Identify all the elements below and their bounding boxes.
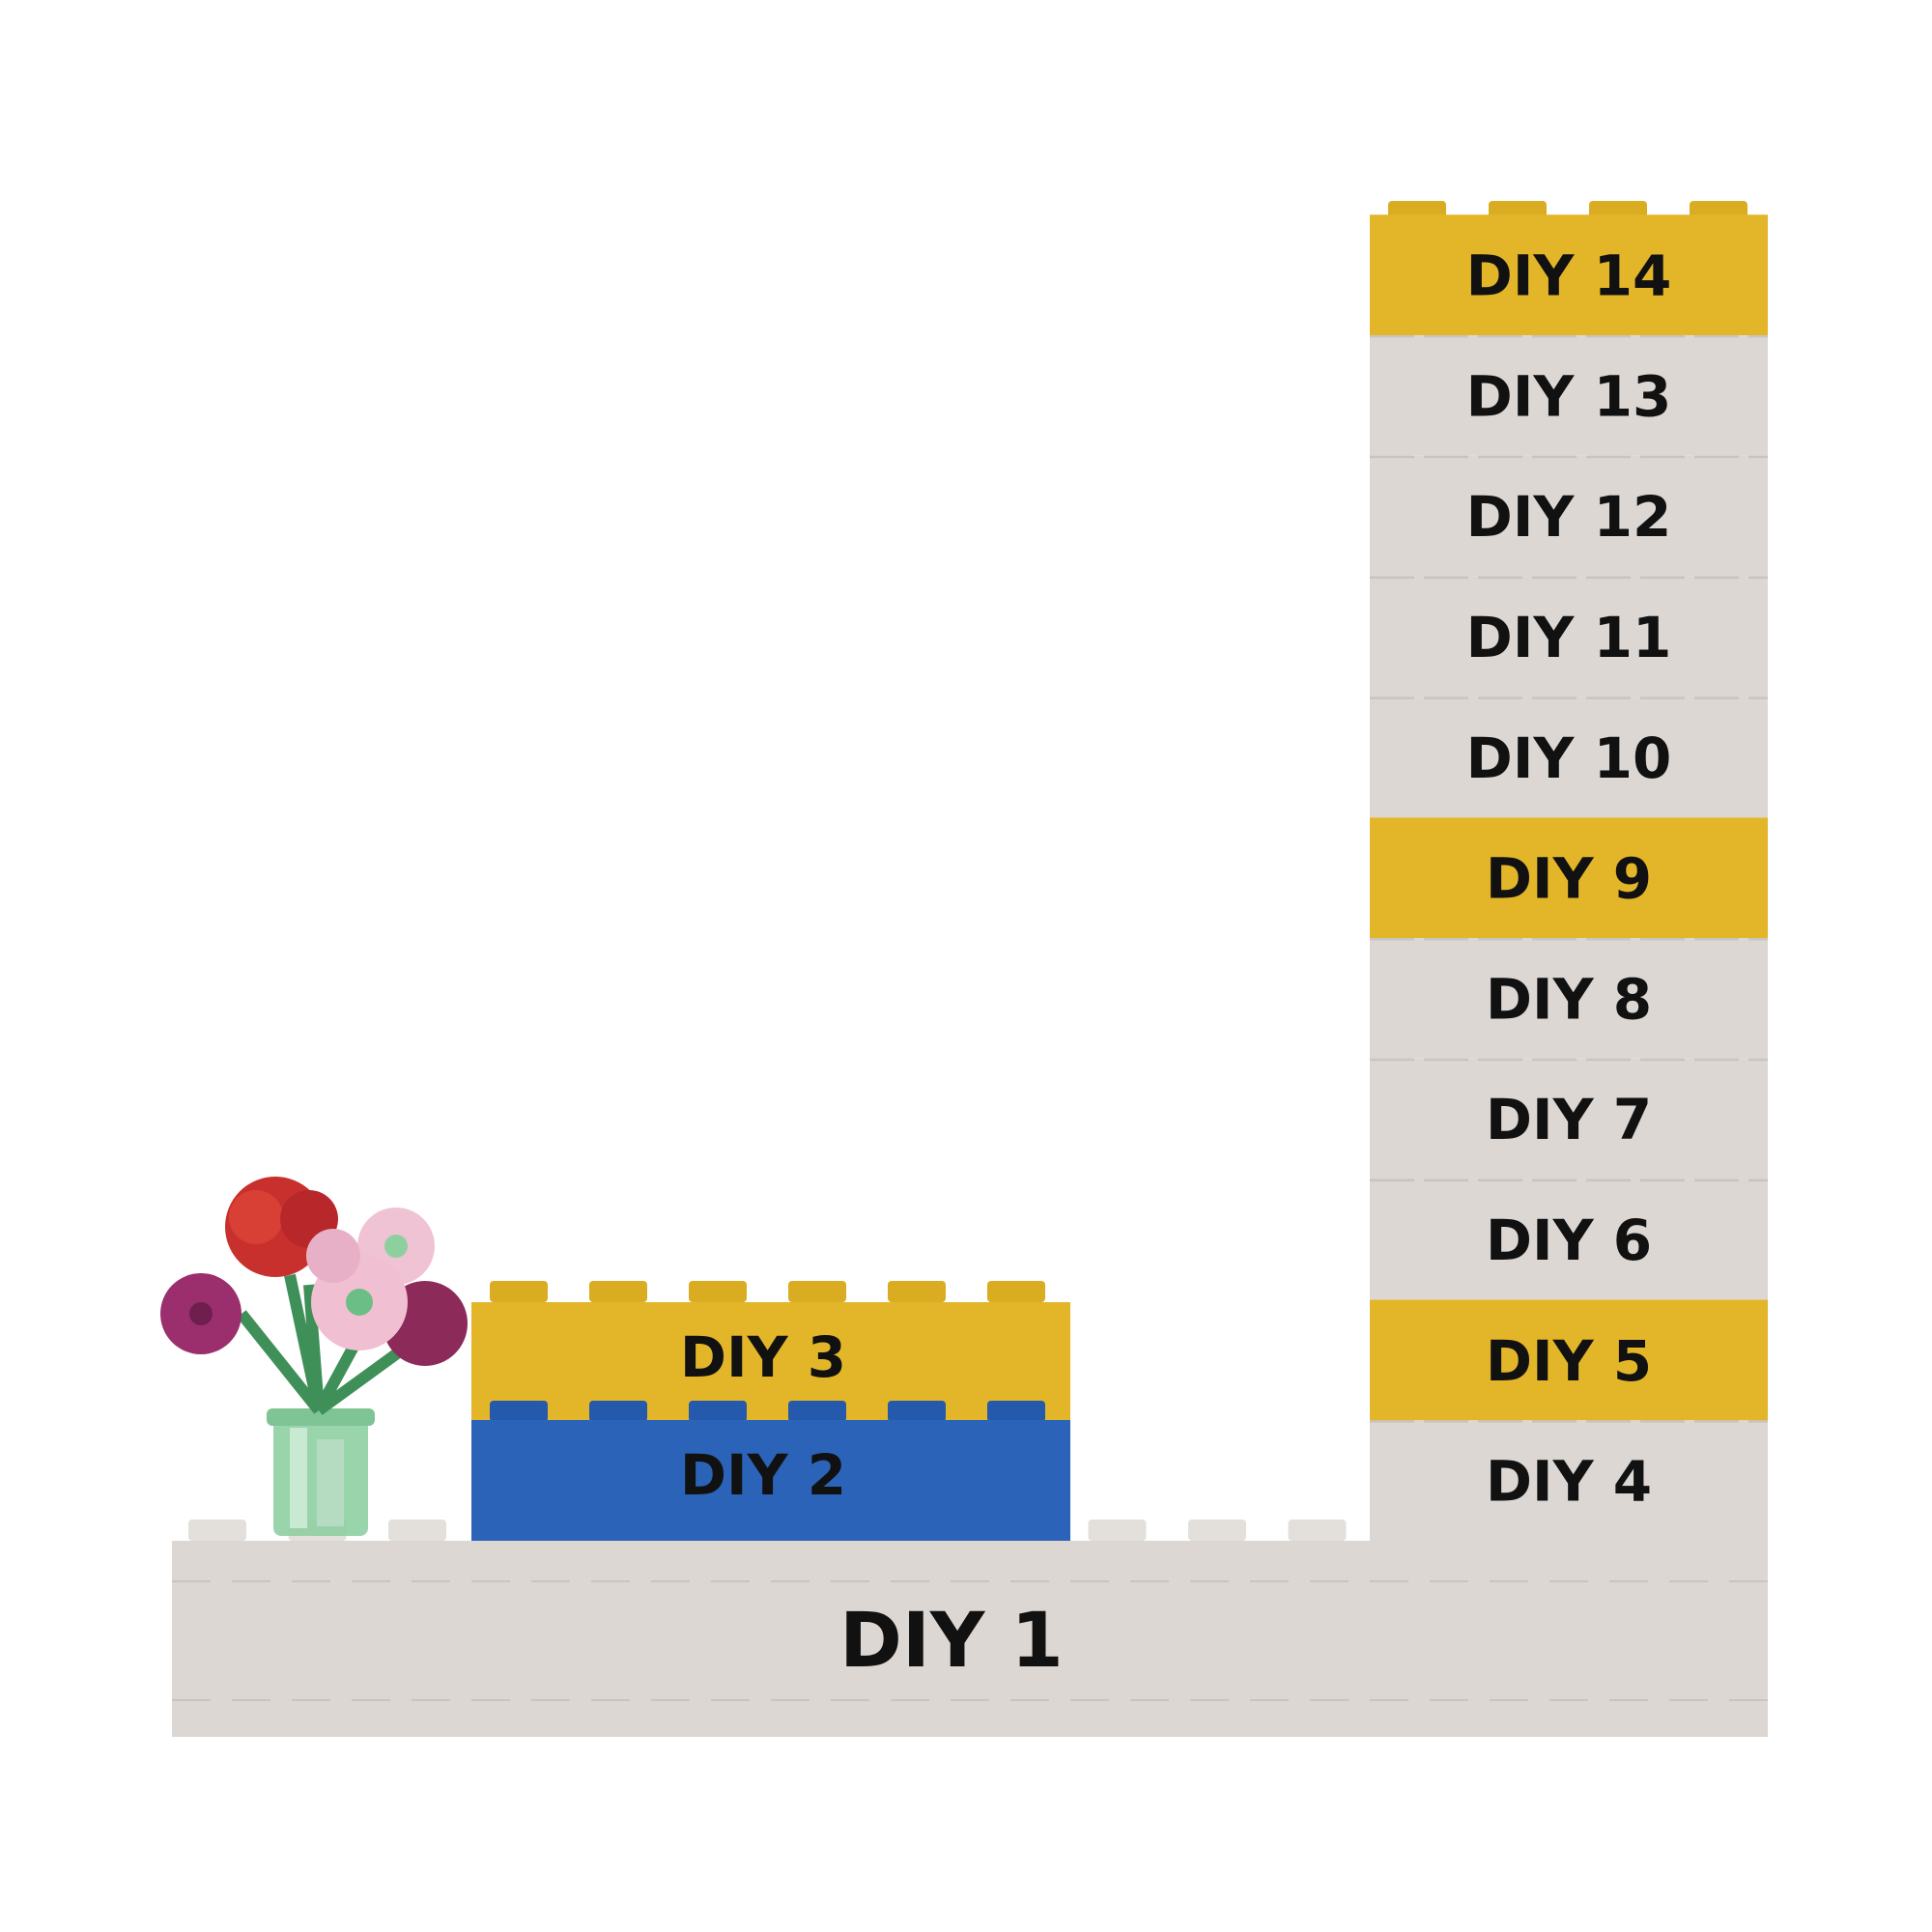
brick-tower: DIY 4 DIY 5 DIY 6 DIY 7 DIY 8 DIY 9 DIY 10 DIY … — [1370, 214, 1768, 1541]
brick-label: DIY 11 — [1466, 605, 1672, 670]
base-stud — [1088, 1520, 1147, 1541]
brick-label-diy-2: DIY 2 — [680, 1442, 846, 1508]
diy-3-studs — [490, 1281, 1045, 1302]
diy-3-stud — [490, 1281, 548, 1302]
brick-diy-5: DIY 5 — [1370, 1299, 1768, 1421]
diy-2-stud — [689, 1401, 747, 1422]
brick-label: DIY 14 — [1466, 243, 1672, 309]
vase-icon — [267, 1408, 375, 1536]
base-stud — [188, 1520, 246, 1541]
diy-2-stud — [987, 1401, 1045, 1422]
diy-3-stud — [589, 1281, 647, 1302]
diy-3-stud — [788, 1281, 846, 1302]
brick-diy-10: DIY 10 — [1370, 696, 1768, 818]
diy-2-stud — [888, 1401, 946, 1422]
brick-diy-3: DIY 3 — [471, 1302, 1070, 1420]
base-stud — [1188, 1520, 1246, 1541]
brick-label-diy-3: DIY 3 — [680, 1324, 846, 1390]
flower-bouquet-icon — [160, 1177, 468, 1415]
brick-label: DIY 9 — [1486, 846, 1652, 912]
diy-2-stud — [788, 1401, 846, 1422]
brick-diy-2: DIY 2 — [471, 1420, 1070, 1541]
diy-2-stud — [490, 1401, 548, 1422]
brick-label: DIY 10 — [1466, 725, 1672, 791]
diy-3-stud — [888, 1281, 946, 1302]
brick-label: DIY 13 — [1466, 363, 1672, 429]
brick-diy-8: DIY 8 — [1370, 937, 1768, 1059]
brick-label: DIY 5 — [1486, 1328, 1652, 1394]
brick-label-diy-1: DIY 1 — [839, 1598, 1064, 1685]
brick-diy-7: DIY 7 — [1370, 1058, 1768, 1179]
base-stud — [1288, 1520, 1347, 1541]
brick-label: DIY 7 — [1486, 1087, 1652, 1152]
brick-diy-6: DIY 6 — [1370, 1179, 1768, 1300]
diy-3-stud — [987, 1281, 1045, 1302]
brick-label: DIY 6 — [1486, 1208, 1652, 1273]
base-stud — [388, 1520, 446, 1541]
diy-3-stud — [689, 1281, 747, 1302]
brick-diy-12: DIY 12 — [1370, 455, 1768, 577]
brick-diy-13: DIY 13 — [1370, 334, 1768, 456]
brick-label: DIY 8 — [1486, 966, 1652, 1032]
diy-2-stud — [589, 1401, 647, 1422]
brick-diy-9: DIY 9 — [1370, 817, 1768, 938]
brick-label: DIY 12 — [1466, 484, 1672, 550]
brick-diy-14: DIY 14 — [1370, 214, 1768, 335]
brick-diy-1: DIY 1 — [172, 1541, 1768, 1737]
brick-diy-11: DIY 11 — [1370, 576, 1768, 697]
brick-label: DIY 4 — [1486, 1449, 1652, 1515]
brick-diy-4: DIY 4 — [1370, 1419, 1768, 1541]
diy-2-studs — [490, 1401, 1045, 1422]
